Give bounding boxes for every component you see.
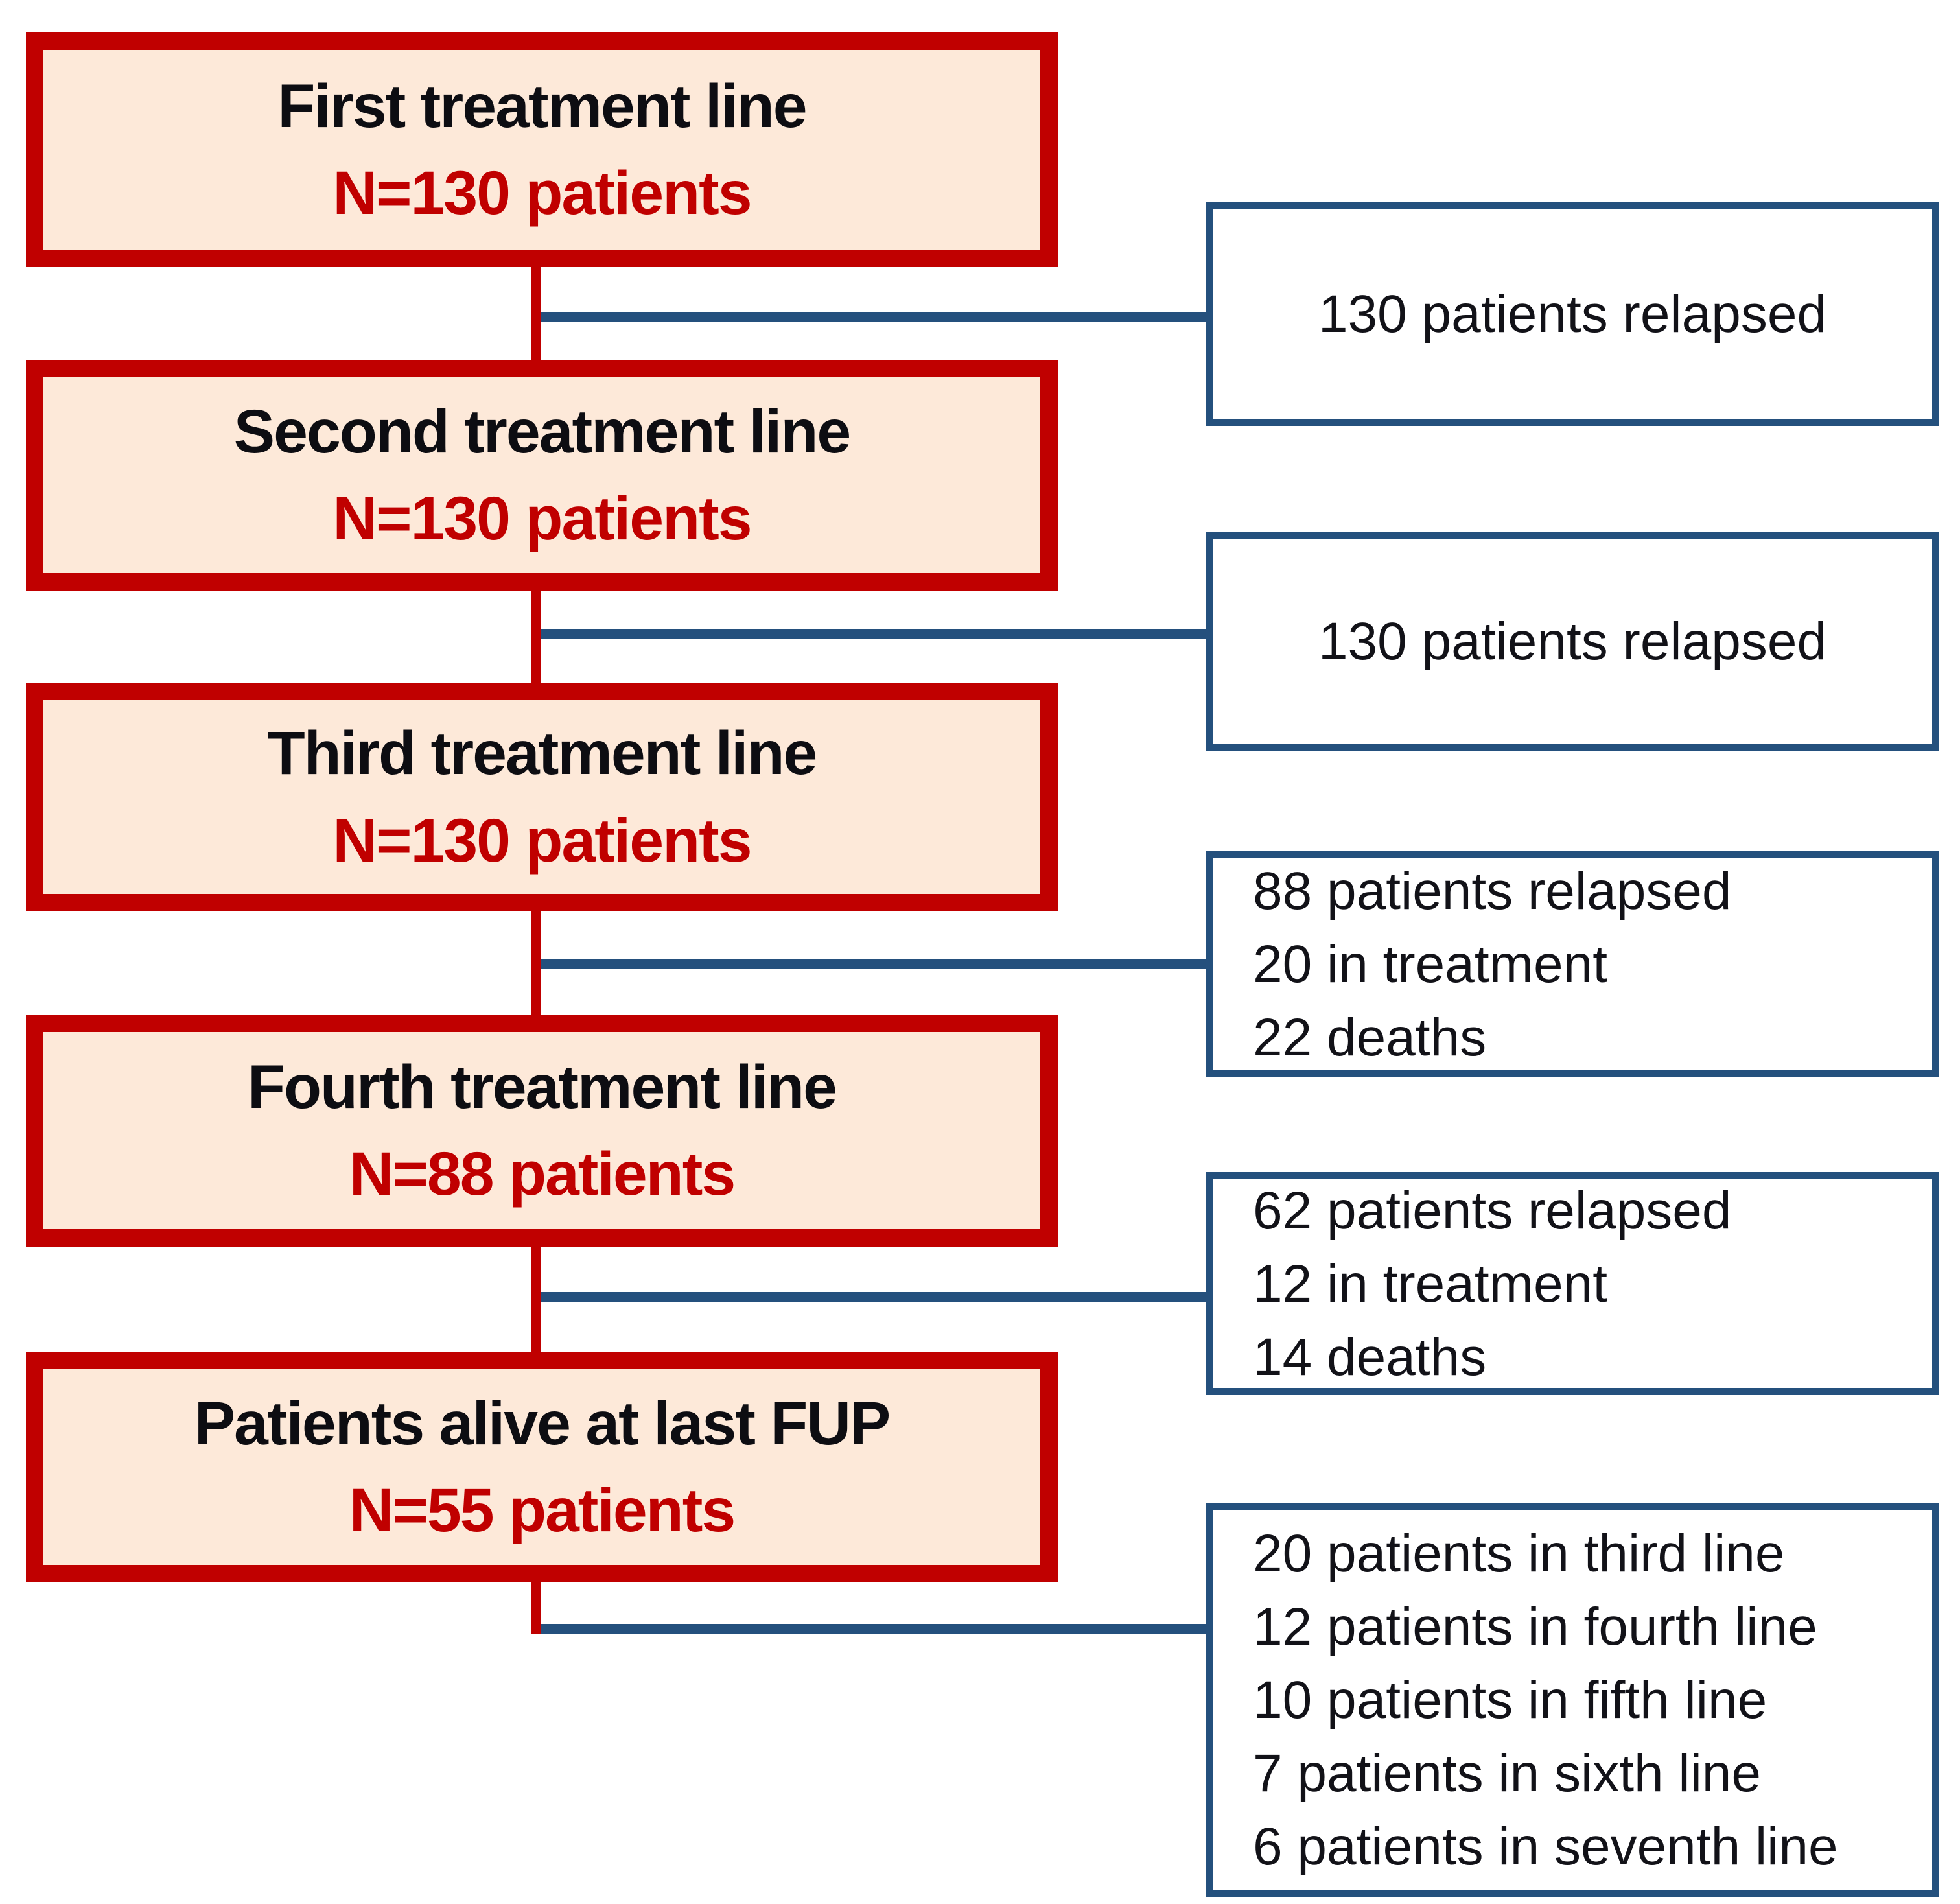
- side-note-line: 12 in treatment: [1253, 1254, 1607, 1313]
- side-note-line: 130 patients relapsed: [1318, 612, 1827, 671]
- connector-down-1: [531, 263, 541, 363]
- box-title: Patients alive at last FUP: [194, 1389, 891, 1458]
- connector-branch-4: [533, 1292, 1208, 1302]
- main-box-second-treatment-line: Second treatment line N=130 patients: [26, 360, 1058, 591]
- side-note-line: 22 deaths: [1253, 1007, 1487, 1067]
- side-note-line: 62 patients relapsed: [1253, 1181, 1732, 1240]
- box-patient-count: N=130 patients: [332, 159, 752, 228]
- connector-branch-5: [533, 1624, 1208, 1634]
- main-box-fourth-treatment-line: Fourth treatment line N=88 patients: [26, 1015, 1058, 1247]
- side-note-line: 20 in treatment: [1253, 934, 1607, 994]
- main-box-first-treatment-line: First treatment line N=130 patients: [26, 32, 1058, 267]
- connector-down-3: [531, 908, 541, 1018]
- connector-down-4: [531, 1243, 541, 1355]
- side-note-line: 6 patients in seventh line: [1253, 1816, 1838, 1876]
- connector-branch-1: [533, 312, 1208, 322]
- connector-down-5: [531, 1579, 541, 1634]
- side-note-line: 130 patients relapsed: [1318, 284, 1827, 344]
- side-note-fourth-line-outcomes: 62 patients relapsed 12 in treatment 14 …: [1206, 1172, 1939, 1395]
- side-note-line: 14 deaths: [1253, 1327, 1487, 1387]
- box-patient-count: N=130 patients: [332, 806, 752, 875]
- box-patient-count: N=55 patients: [349, 1476, 736, 1545]
- connector-down-2: [531, 587, 541, 686]
- box-patient-count: N=130 patients: [332, 484, 752, 553]
- box-title: First treatment line: [277, 71, 807, 141]
- connector-branch-3: [533, 959, 1208, 969]
- side-note-first-relapse: 130 patients relapsed: [1206, 202, 1939, 426]
- side-note-line: 10 patients in fifth line: [1253, 1670, 1768, 1730]
- side-note-line: 7 patients in sixth line: [1253, 1743, 1762, 1803]
- main-box-third-treatment-line: Third treatment line N=130 patients: [26, 683, 1058, 911]
- side-note-third-line-outcomes: 88 patients relapsed 20 in treatment 22 …: [1206, 851, 1939, 1077]
- main-box-alive-at-last-fup: Patients alive at last FUP N=55 patients: [26, 1352, 1058, 1582]
- side-note-second-relapse: 130 patients relapsed: [1206, 532, 1939, 751]
- side-note-line: 12 patients in fourth line: [1253, 1597, 1817, 1656]
- side-note-current-line-distribution: 20 patients in third line 12 patients in…: [1206, 1503, 1939, 1897]
- connector-branch-2: [533, 629, 1208, 639]
- box-title: Fourth treatment line: [247, 1052, 837, 1122]
- box-patient-count: N=88 patients: [349, 1140, 736, 1208]
- side-note-line: 20 patients in third line: [1253, 1523, 1785, 1583]
- side-note-line: 88 patients relapsed: [1253, 861, 1732, 921]
- box-title: Third treatment line: [267, 719, 818, 788]
- box-title: Second treatment line: [233, 397, 851, 466]
